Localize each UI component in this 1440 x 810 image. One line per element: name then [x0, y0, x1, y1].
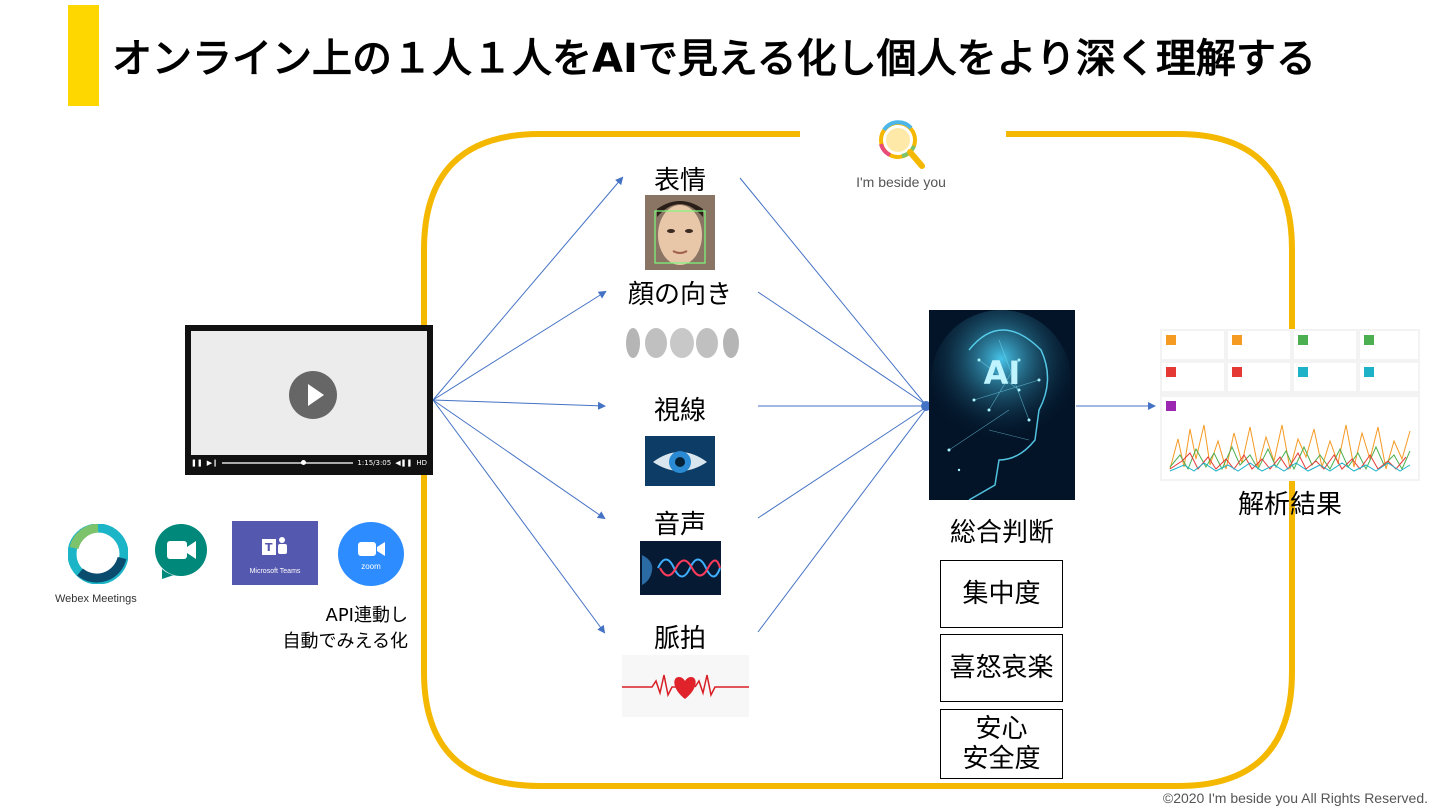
- voice-label: 音声: [653, 510, 706, 540]
- title-accent-bar: [68, 5, 99, 106]
- page-title: オンライン上の１人１人をAIで見える化し個人をより深く理解する: [112, 36, 1316, 82]
- result-safety: 安心 安全度: [940, 709, 1063, 779]
- pulse-heartbeat-image: [622, 655, 749, 717]
- heartbeat-icon: [622, 655, 749, 717]
- ai-badge: AI: [983, 354, 1021, 392]
- video-player[interactable]: ❚❚ ▶❙ 1:15/3:05 ◀❚❚ HD: [185, 325, 433, 475]
- api-note-line2: 自動でみえる化: [282, 631, 408, 652]
- volume-icon[interactable]: ◀❚❚: [395, 459, 413, 467]
- result-concentration: 集中度: [940, 560, 1063, 628]
- teams-caption: Microsoft Teams: [249, 568, 301, 575]
- arrow-to-gaze: [432, 399, 606, 410]
- face-direction-label: 顔の向き: [627, 280, 732, 310]
- webex-icon: [68, 524, 128, 584]
- gaze-label: 視線: [653, 396, 706, 426]
- sound-wave-icon: [640, 541, 721, 595]
- next-icon[interactable]: ▶❙: [206, 459, 218, 467]
- head-poses-icon: [626, 328, 739, 358]
- pulse-label: 脈拍: [653, 624, 706, 654]
- voice-wave-image: [640, 541, 721, 595]
- ai-head-image: AI: [929, 310, 1075, 500]
- api-note: API連動し 自動でみえる化: [250, 603, 408, 655]
- brand-logo-icon: [879, 120, 925, 169]
- dashboard-screenshot-icon: [1160, 329, 1420, 481]
- copyright-notice: ©2020 I'm beside you All Rights Reserved…: [1162, 790, 1428, 806]
- eye-icon: [645, 436, 715, 486]
- result-safety-line2: 安全度: [962, 744, 1041, 774]
- result-concentration-line1: 集中度: [962, 579, 1041, 609]
- zoom-camera-icon: [358, 542, 385, 556]
- zoom-caption: zoom: [361, 562, 381, 571]
- process-frame: [421, 131, 1295, 789]
- quality-label[interactable]: HD: [416, 459, 427, 467]
- arrow-voice-to-ai: [757, 407, 926, 519]
- arrow-to-expression: [432, 176, 624, 401]
- expression-label: 表情: [653, 166, 706, 196]
- face-direction-image: [622, 325, 742, 361]
- pause-icon[interactable]: ❚❚: [191, 459, 203, 467]
- svg-text:T: T: [265, 541, 273, 554]
- brand-logo-text: I'm beside you: [856, 174, 946, 190]
- zoom-icon: zoom: [338, 522, 404, 586]
- ai-judgement-label: 総合判断: [949, 518, 1054, 548]
- result-safety-line1: 安心: [975, 714, 1028, 744]
- ai-head-icon: [929, 310, 1075, 500]
- arrow-pulse-to-ai: [757, 409, 926, 633]
- webex-caption: Webex Meetings: [55, 593, 137, 605]
- seek-bar[interactable]: [221, 460, 354, 465]
- expression-face-image: [645, 195, 715, 270]
- analysis-result-label: 解析結果: [1237, 490, 1342, 520]
- play-icon[interactable]: [289, 371, 337, 419]
- arrow-to-voice: [432, 399, 606, 520]
- arrow-to-face-direction: [432, 290, 607, 401]
- video-time: 1:15/3:05: [357, 459, 392, 467]
- gaze-eye-image: [645, 436, 715, 486]
- teams-logo-icon: T: [262, 537, 287, 555]
- result-emotion: 喜怒哀楽: [940, 634, 1063, 702]
- result-emotion-line1: 喜怒哀楽: [949, 653, 1054, 683]
- face-icon: [645, 195, 715, 270]
- arrow-face-to-ai: [757, 291, 926, 405]
- arrow-to-pulse: [432, 399, 606, 634]
- video-controls: ❚❚ ▶❙ 1:15/3:05 ◀❚❚ HD: [191, 456, 427, 470]
- microsoft-teams-icon: T Microsoft Teams: [232, 521, 318, 585]
- google-meet-icon: [155, 524, 207, 579]
- api-note-line1: API連動し: [325, 605, 408, 626]
- arrow-expression-to-ai: [739, 177, 926, 405]
- analysis-dashboard-image: [1160, 329, 1420, 481]
- video-screen: [191, 331, 427, 455]
